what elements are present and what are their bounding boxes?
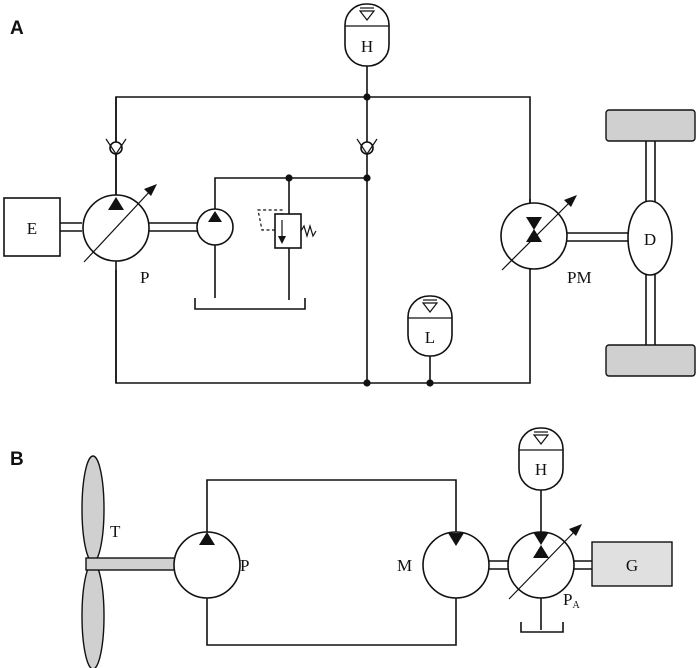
aux-pump-label: PA [563, 590, 580, 611]
pump-p-label: P [140, 268, 149, 287]
check-valve-left [105, 138, 127, 156]
generator-block: G [591, 541, 673, 587]
shaft-b-motor [489, 560, 509, 570]
panel-a: A [3, 3, 696, 387]
panel-a-junctions [285, 93, 434, 387]
motor-m: M [397, 531, 490, 599]
variable-pump-a: P [82, 184, 157, 287]
low-pressure-accumulator: L [407, 295, 453, 357]
check-valve-middle [356, 138, 378, 156]
accumulator-l-label: L [425, 328, 435, 347]
panel-a-lines [115, 66, 531, 384]
high-pressure-accumulator-a: H [344, 3, 390, 67]
pump-motor-label: PM [567, 268, 592, 287]
relief-valve [257, 209, 317, 249]
turbine-shaft [85, 557, 177, 571]
differential-label: D [644, 230, 656, 249]
pump-b-label: P [240, 556, 249, 575]
engine-block: E [3, 197, 82, 257]
engine-label: E [27, 219, 37, 238]
panel-b: B T P M [10, 427, 673, 668]
shaft-b-generator [574, 560, 592, 570]
panel-b-letter: B [10, 449, 24, 470]
turbine-blade-top [81, 455, 105, 563]
turbine-blade-bottom [81, 562, 105, 668]
accumulator-h-label: H [361, 37, 373, 56]
generator-label: G [626, 556, 638, 575]
motor-label: M [397, 556, 412, 575]
charge-pump [196, 208, 234, 246]
differential-assembly: D [605, 109, 696, 377]
variable-pump-pa: PA [507, 524, 582, 611]
panel-a-letter: A [10, 18, 24, 39]
shaft-a-differential [567, 232, 628, 242]
wheel-top [605, 109, 696, 142]
high-pressure-accumulator-b: H [518, 427, 564, 491]
pump-motor-pm: PM [500, 195, 592, 287]
wheel-bottom [605, 344, 696, 377]
turbine-rotor: T [81, 455, 177, 668]
accumulator-hb-label: H [535, 460, 547, 479]
panel-b-lines [206, 479, 564, 646]
turbine-label: T [110, 522, 121, 541]
pump-b: P [173, 531, 249, 599]
shaft-a-charge [149, 222, 197, 232]
